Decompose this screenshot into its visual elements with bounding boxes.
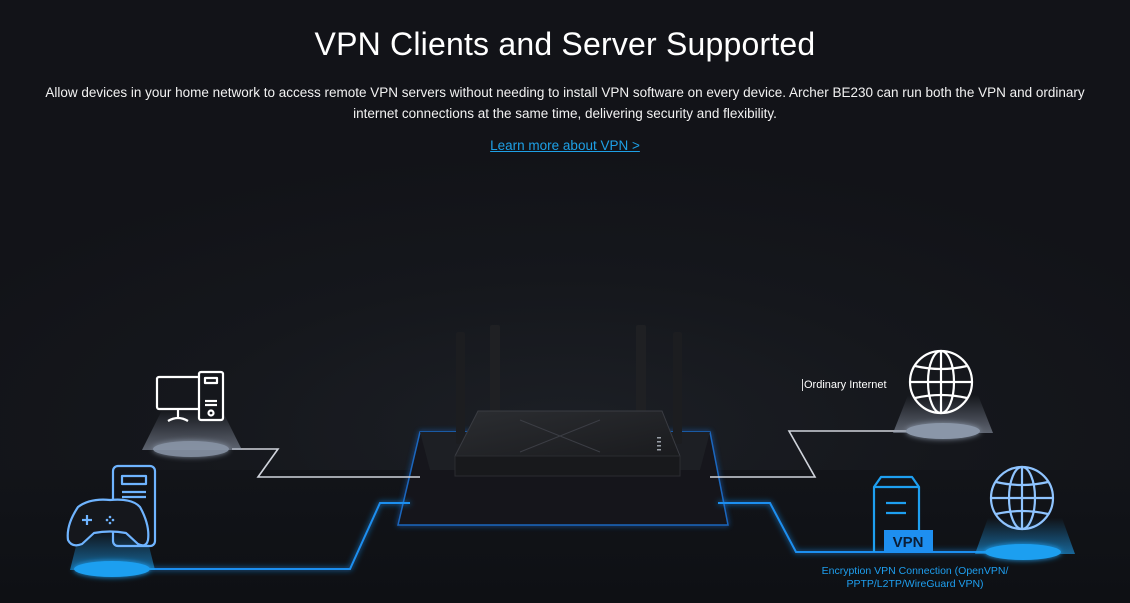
learn-more-container: Learn more about VPN >: [0, 137, 1130, 155]
desktop-icon: [142, 370, 242, 457]
ordinary-connection-right: [710, 430, 912, 478]
page-title: VPN Clients and Server Supported: [314, 26, 816, 62]
ordinary-internet-label: Ordinary Internet: [802, 379, 887, 391]
ordinary-connection-left: [232, 448, 420, 478]
globe-ordinary-icon: [893, 349, 993, 439]
vpn-connection-right: [718, 502, 1000, 553]
globe-vpn-icon: [975, 465, 1075, 560]
vpn-connection-left: [118, 502, 410, 570]
game-console-icon: [66, 464, 157, 577]
vpn-server-icon: VPN: [872, 475, 933, 552]
vpn-connection-label: Encryption VPN Connection (OpenVPN/ PPTP…: [821, 565, 1009, 590]
vpn-badge: VPN: [893, 534, 924, 551]
description: Allow devices in your home network to ac…: [45, 85, 1085, 121]
router-icon: [454, 325, 682, 477]
learn-more-link[interactable]: Learn more about VPN >: [490, 138, 640, 153]
